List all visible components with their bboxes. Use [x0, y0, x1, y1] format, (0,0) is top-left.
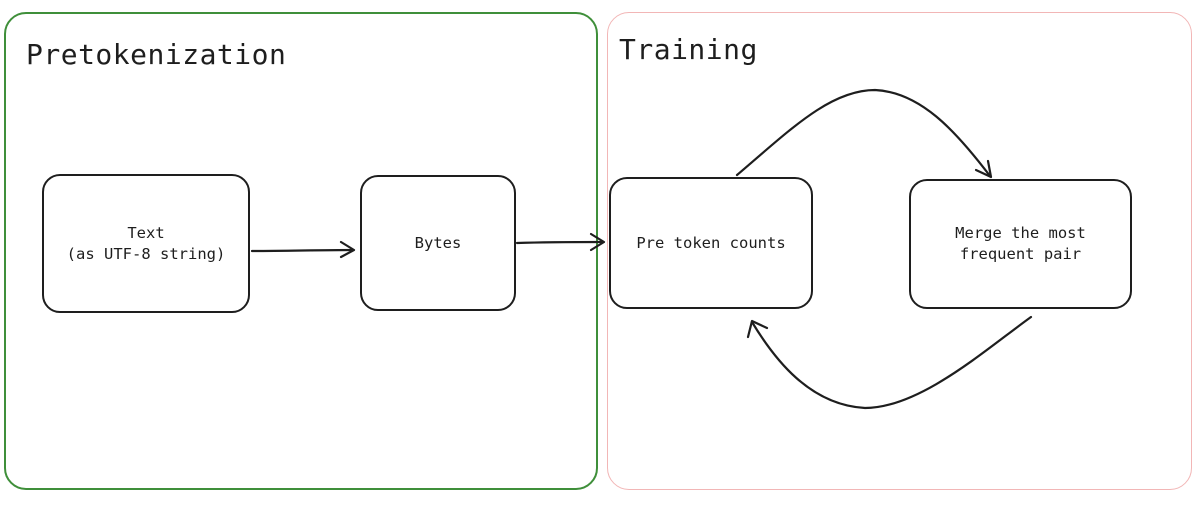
training-panel [607, 12, 1192, 490]
training-title: Training [619, 33, 758, 66]
arrow-merge-to-pretoken [746, 315, 1033, 410]
pretokenization-title: Pretokenization [26, 38, 287, 71]
pretokenization-panel [4, 12, 598, 490]
arrow-bytes-to-pretoken [515, 232, 606, 252]
node-pre-token-counts: Pre token counts [609, 177, 813, 309]
node-bytes: Bytes [360, 175, 516, 311]
arrow-text-to-bytes [250, 240, 356, 259]
node-merge: Merge the most frequent pair [909, 179, 1132, 309]
node-text: Text (as UTF-8 string) [42, 174, 250, 313]
arrow-pretoken-to-merge [735, 88, 993, 179]
